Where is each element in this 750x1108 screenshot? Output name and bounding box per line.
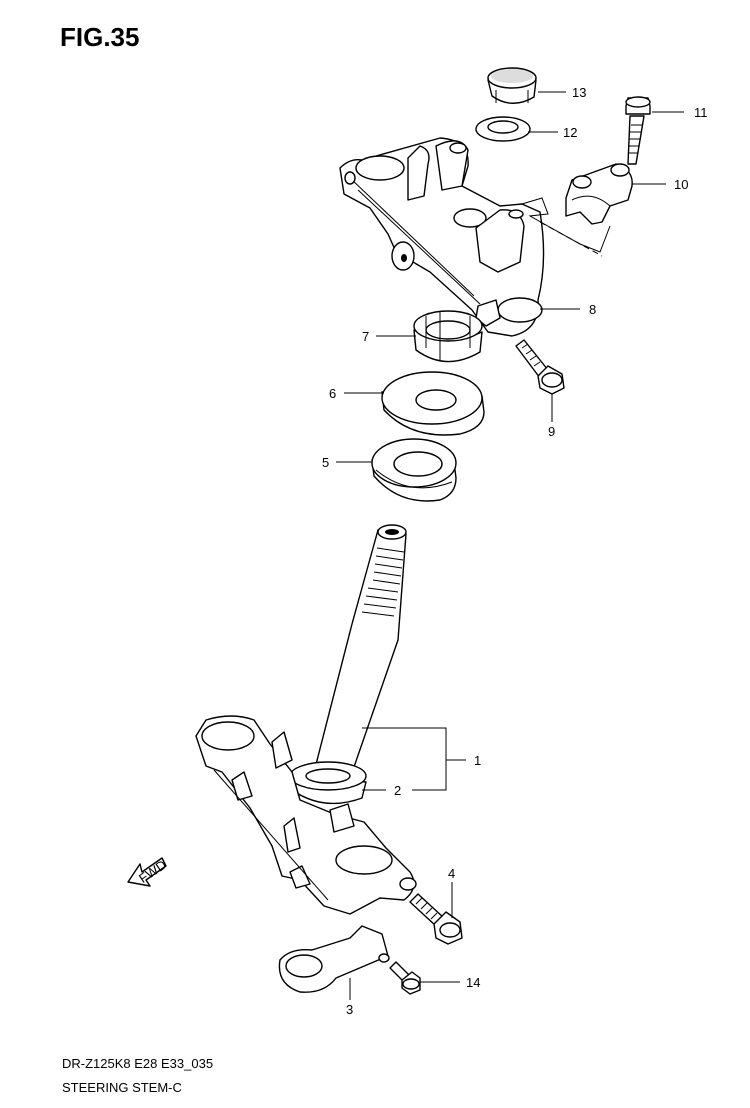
callout-14: 14 (466, 975, 480, 990)
callout-11: 11 (694, 105, 708, 120)
callout-10: 10 (674, 177, 688, 192)
screw-14 (389, 961, 421, 995)
callout-12: 12 (563, 125, 577, 140)
assembly-link-line (521, 197, 611, 253)
dashed-assembly-line (539, 221, 603, 257)
callout-3: 3 (346, 1002, 353, 1017)
leader-lines (336, 91, 684, 1000)
bolt-9 (515, 339, 565, 395)
callout-9: 9 (548, 424, 555, 439)
lower-bracket (195, 715, 417, 915)
callout-8: 8 (589, 302, 596, 317)
callout-labels: 13 12 11 10 8 7 9 6 5 1 2 4 14 3 (322, 85, 708, 1017)
callout-6: 6 (329, 386, 336, 401)
callout-4: 4 (448, 866, 455, 881)
cap-nut-13 (487, 67, 537, 104)
model-code: DR-Z125K8 E28 E33_035 (62, 1056, 213, 1071)
bearing-5 (371, 438, 457, 502)
washer-12 (475, 116, 531, 142)
callout-7: 7 (362, 329, 369, 344)
steering-stem-shaft-1 (311, 524, 407, 791)
dust-seal-6 (381, 371, 485, 436)
callout-5: 5 (322, 455, 329, 470)
stem-nut-7 (413, 310, 483, 363)
bolt-11 (625, 96, 651, 165)
lower-bearing-2 (289, 761, 367, 805)
handlebar-holder-10 (565, 163, 633, 225)
figure-title: FIG.35 (60, 22, 139, 52)
upper-bracket-8 (339, 137, 545, 337)
bolt-4 (409, 893, 463, 945)
cable-guide-3 (278, 925, 390, 993)
fwd-arrow-icon: FWD (127, 857, 169, 887)
callout-13: 13 (572, 85, 586, 100)
callout-2: 2 (394, 783, 401, 798)
diagram-caption: STEERING STEM-C (62, 1080, 182, 1095)
callout-1: 1 (474, 753, 481, 768)
